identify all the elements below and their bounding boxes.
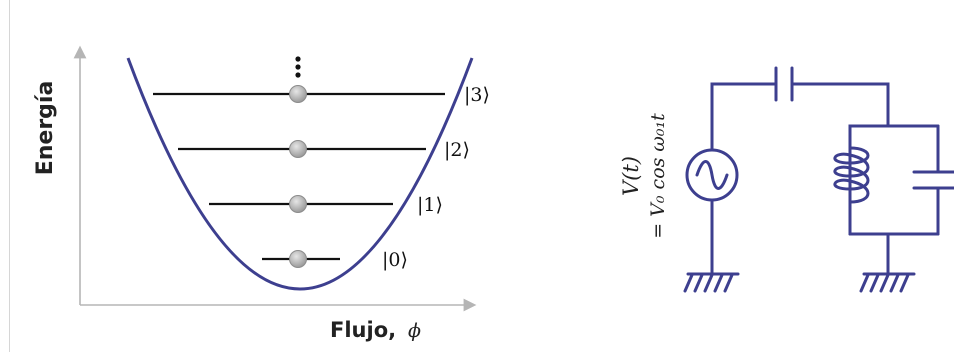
circuit-wire-top-left	[710, 82, 778, 152]
x-axis-label-text: Flujo,	[330, 318, 396, 342]
state-dot-3	[289, 85, 307, 103]
energy-diagram: Energía Flujo, ϕ |3⟩ |2⟩ |1⟩ |0⟩	[33, 45, 490, 342]
x-axis-symbol: ϕ	[408, 320, 421, 342]
ket-label-3: |3⟩	[464, 84, 490, 106]
panel-border	[9, 0, 10, 352]
ground-icon-right	[859, 272, 916, 293]
potential-well-curve	[126, 57, 474, 291]
state-dot-2	[289, 140, 307, 158]
circuit-wire-top-right	[790, 82, 890, 128]
ket-label-1: |1⟩	[417, 194, 443, 216]
shunt-capacitor-icon	[912, 124, 954, 236]
sine-wave-icon	[695, 160, 729, 190]
ground-icon-left	[683, 272, 740, 293]
source-label-line1: V(t)	[619, 156, 643, 196]
state-dot-1	[289, 195, 307, 213]
inductor-icon	[833, 124, 870, 236]
state-dot-0	[289, 250, 307, 268]
ket-label-0: |0⟩	[382, 249, 408, 271]
source-label-line2: = V₀ cos ω₀₁t	[647, 113, 669, 239]
circuit-diagram	[683, 66, 954, 293]
x-axis-label: Flujo, ϕ	[330, 318, 421, 342]
ket-label-2: |2⟩	[444, 139, 470, 161]
y-axis-label: Energía	[33, 81, 58, 176]
higher-levels-ellipsis	[295, 56, 301, 78]
lc-tank-loop	[848, 124, 940, 236]
